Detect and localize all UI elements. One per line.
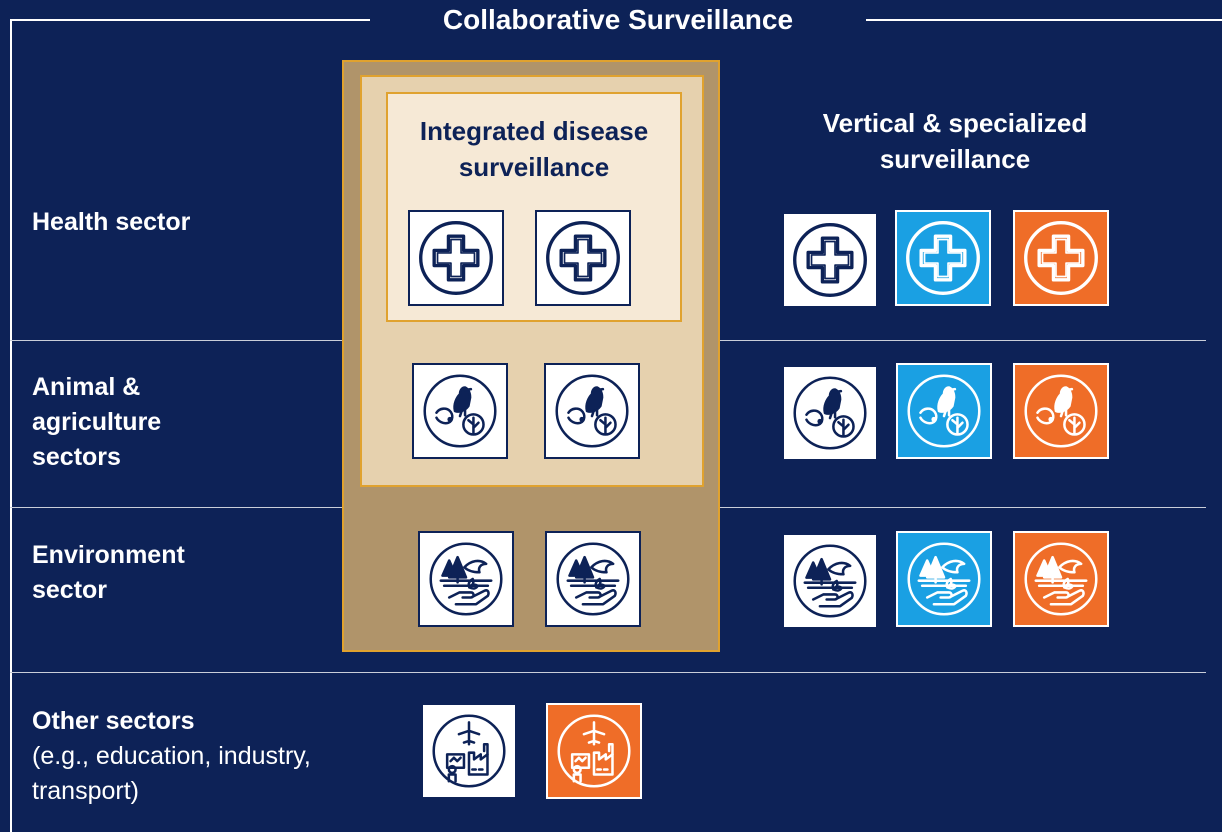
environment-sector-label: Environment sector <box>32 541 185 604</box>
environment-icon <box>782 533 878 629</box>
other-sector-label: Other sectors <box>32 707 195 735</box>
frame-left <box>10 19 12 832</box>
frame-top-left <box>10 19 370 21</box>
medical-cross-icon <box>1013 210 1109 306</box>
animal-plant-icon <box>782 365 878 461</box>
medical-cross-icon <box>535 210 631 306</box>
divider-animal-environment-left <box>10 507 342 508</box>
integrated-surveillance-title: Integrated disease surveillance <box>419 116 649 182</box>
animal-plant-icon <box>1013 363 1109 459</box>
frame-top-right <box>866 19 1222 21</box>
divider-environment-other <box>10 672 1206 673</box>
row-label-other: Other sectors (e.g., education, industry… <box>32 704 332 809</box>
environment-icon <box>545 531 641 627</box>
divider-health-animal-right <box>720 340 1206 341</box>
environment-icon <box>896 531 992 627</box>
divider-health-animal-left <box>10 340 342 341</box>
row-label-animal: Animal & agriculture sectors <box>32 370 212 475</box>
vertical-surveillance-title: Vertical & specialized surveillance <box>822 108 1088 174</box>
industry-transport-icon <box>421 703 517 799</box>
environment-icon <box>1013 531 1109 627</box>
animal-plant-icon <box>412 363 508 459</box>
row-label-health: Health sector <box>32 205 322 240</box>
industry-transport-icon <box>546 703 642 799</box>
health-sector-label: Health sector <box>32 208 191 236</box>
divider-animal-environment-right <box>720 507 1206 508</box>
medical-cross-icon <box>895 210 991 306</box>
medical-cross-icon <box>408 210 504 306</box>
other-sector-examples: (e.g., education, industry, transport) <box>32 742 311 805</box>
environment-icon <box>418 531 514 627</box>
animal-plant-icon <box>544 363 640 459</box>
row-label-environment: Environment sector <box>32 538 242 608</box>
animal-sector-label: Animal & agriculture sectors <box>32 373 162 471</box>
medical-cross-icon <box>782 212 878 308</box>
diagram-title: Collaborative Surveillance <box>442 4 794 35</box>
animal-plant-icon <box>896 363 992 459</box>
